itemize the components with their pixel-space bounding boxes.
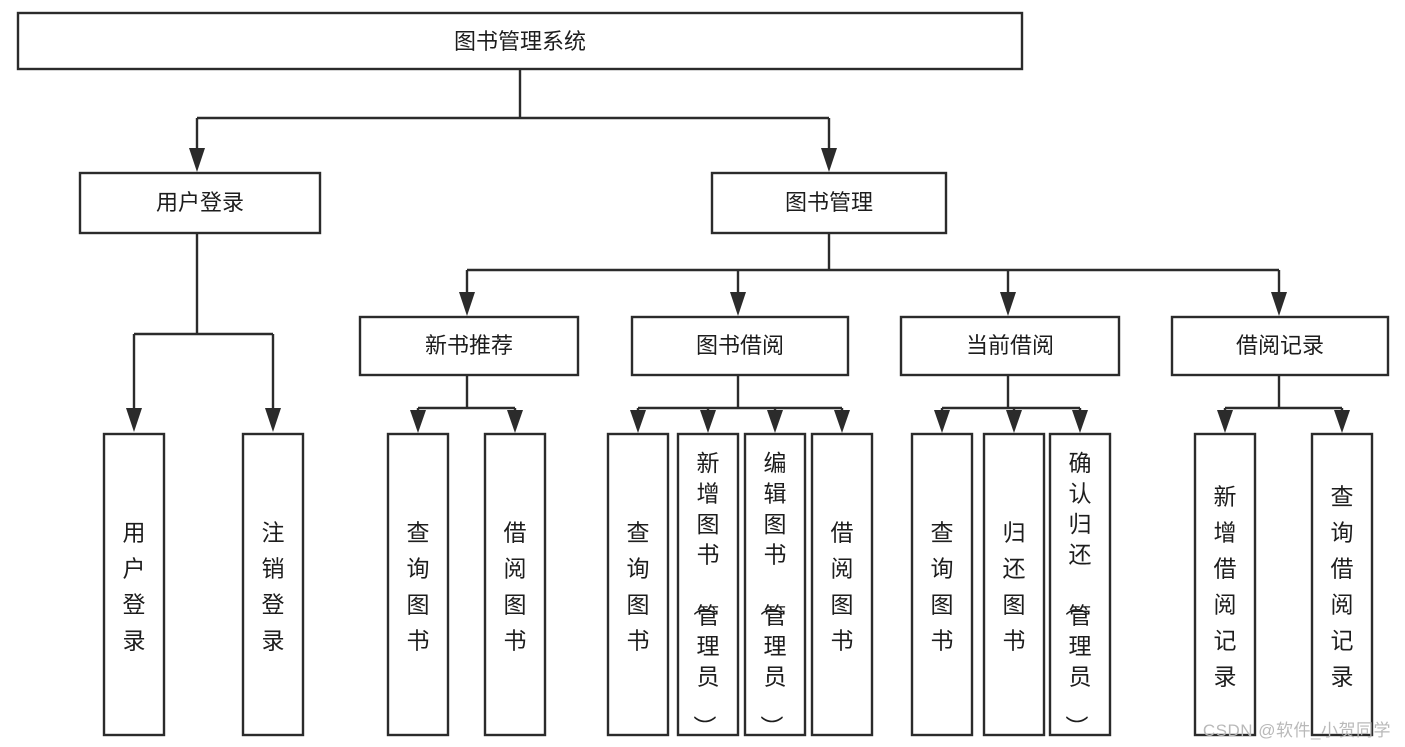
node-book-manage[interactable]: 图书管理 <box>710 171 948 235</box>
node-leaf-borrow-book-1-label: 借阅图书 <box>504 520 527 654</box>
node-leaf-confirm-return-box[interactable] <box>1048 432 1112 737</box>
node-leaf-query-record[interactable]: 查询借阅记录 <box>1310 432 1374 737</box>
node-new-book-rec[interactable]: 新书推荐 <box>358 315 580 377</box>
arrow-to-leaf-return-book <box>1006 410 1022 433</box>
node-book-manage-box[interactable] <box>710 171 948 235</box>
node-leaf-add-record-label: 新增借阅记录 <box>1214 484 1237 690</box>
node-leaf-query-book-2[interactable]: 查询图书 <box>606 432 670 737</box>
node-root[interactable]: 图书管理系统 <box>16 11 1024 71</box>
arrow-to-leaf-query-record <box>1334 410 1350 433</box>
node-book-borrow[interactable]: 图书借阅 <box>630 315 850 377</box>
node-leaf-logout-box[interactable] <box>241 432 305 737</box>
node-borrow-record[interactable]: 借阅记录 <box>1170 315 1390 377</box>
node-leaf-confirm-return-label: 确认归还（管理员） <box>1064 450 1092 738</box>
node-new-book-rec-box[interactable] <box>358 315 580 377</box>
arrow-to-leaf-add-book <box>700 410 716 433</box>
node-leaf-borrow-book-2[interactable]: 借阅图书 <box>810 432 874 737</box>
arrow-to-user-login <box>189 148 205 172</box>
node-root-label: 图书管理系统 <box>454 29 586 54</box>
node-leaf-borrow-book-1[interactable]: 借阅图书 <box>483 432 547 737</box>
node-leaf-user-login-label: 用户登录 <box>123 520 146 654</box>
node-root-box[interactable] <box>16 11 1024 71</box>
node-leaf-query-book-2-box[interactable] <box>606 432 670 737</box>
node-leaf-query-book-2-label: 查询图书 <box>627 520 650 654</box>
node-leaf-query-book-1[interactable]: 查询图书 <box>386 432 450 737</box>
node-leaf-logout[interactable]: 注销登录 <box>241 432 305 737</box>
arrow-to-leaf-query-book-2 <box>630 410 646 433</box>
arrow-to-leaf-user-login <box>126 408 142 432</box>
node-leaf-edit-book-label: 编辑图书（管理员） <box>759 450 787 738</box>
node-leaf-borrow-book-2-box[interactable] <box>810 432 874 737</box>
node-leaf-query-record-box[interactable] <box>1310 432 1374 737</box>
arrow-to-leaf-confirm-return <box>1072 410 1088 433</box>
arrow-to-leaf-edit-book <box>767 410 783 433</box>
node-leaf-return-book[interactable]: 归还图书 <box>982 432 1046 737</box>
node-book-borrow-label: 图书借阅 <box>696 333 784 358</box>
arrow-to-leaf-borrow-book-1 <box>507 410 523 433</box>
arrow-to-leaf-query-book-1 <box>410 410 426 433</box>
node-leaf-edit-book[interactable]: 编辑图书（管理员） <box>743 432 807 738</box>
node-leaf-borrow-book-1-box[interactable] <box>483 432 547 737</box>
arrow-to-book-manage <box>821 148 837 172</box>
node-user-login[interactable]: 用户登录 <box>78 171 322 235</box>
arrow-to-leaf-add-record <box>1217 410 1233 433</box>
node-leaf-query-record-label: 查询借阅记录 <box>1331 484 1354 690</box>
node-leaf-add-book-label: 新增图书（管理员） <box>692 450 720 738</box>
node-leaf-add-record[interactable]: 新增借阅记录 <box>1193 432 1257 737</box>
node-borrow-record-label: 借阅记录 <box>1236 333 1324 358</box>
node-leaf-borrow-book-2-label: 借阅图书 <box>831 520 854 654</box>
arrow-to-leaf-query-book-3 <box>934 410 950 433</box>
node-leaf-add-record-box[interactable] <box>1193 432 1257 737</box>
arrow-to-current-borrow <box>1000 292 1016 316</box>
node-leaf-return-book-label: 归还图书 <box>1003 520 1026 654</box>
node-book-manage-label: 图书管理 <box>785 190 873 215</box>
node-leaf-logout-label: 注销登录 <box>262 520 285 654</box>
node-leaf-query-book-1-box[interactable] <box>386 432 450 737</box>
node-user-login-label: 用户登录 <box>156 190 244 215</box>
node-leaf-query-book-3-box[interactable] <box>910 432 974 737</box>
arrow-to-borrow-record <box>1271 292 1287 316</box>
arrow-to-book-borrow <box>730 292 746 316</box>
arrow-to-new-book-rec <box>459 292 475 316</box>
node-leaf-edit-book-box[interactable] <box>743 432 807 737</box>
node-new-book-rec-label: 新书推荐 <box>425 333 513 358</box>
node-leaf-add-book[interactable]: 新增图书（管理员） <box>676 432 740 738</box>
node-leaf-query-book-3-label: 查询图书 <box>931 520 954 654</box>
node-book-borrow-box[interactable] <box>630 315 850 377</box>
node-current-borrow-label: 当前借阅 <box>966 333 1054 358</box>
node-leaf-add-book-box[interactable] <box>676 432 740 737</box>
node-current-borrow-box[interactable] <box>899 315 1121 377</box>
node-leaf-user-login[interactable]: 用户登录 <box>102 432 166 737</box>
node-leaf-confirm-return[interactable]: 确认归还（管理员） <box>1048 432 1112 738</box>
arrow-to-leaf-borrow-book-2 <box>834 410 850 433</box>
arrow-to-leaf-logout <box>265 408 281 432</box>
node-leaf-user-login-box[interactable] <box>102 432 166 737</box>
node-leaf-query-book-1-label: 查询图书 <box>407 520 430 654</box>
node-current-borrow[interactable]: 当前借阅 <box>899 315 1121 377</box>
node-leaf-query-book-3[interactable]: 查询图书 <box>910 432 974 737</box>
node-leaf-return-book-box[interactable] <box>982 432 1046 737</box>
node-user-login-box[interactable] <box>78 171 322 235</box>
node-borrow-record-box[interactable] <box>1170 315 1390 377</box>
csdn-watermark: CSDN @软件_小贺同学 <box>1202 721 1391 740</box>
connectors-group <box>126 69 1350 433</box>
